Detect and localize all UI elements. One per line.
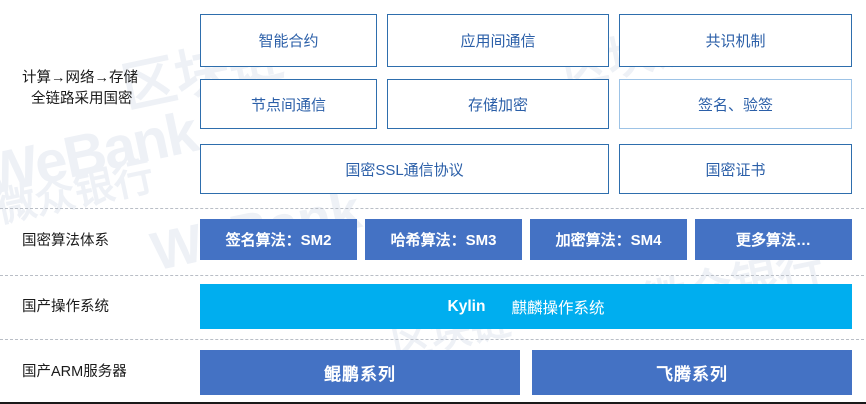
kylin-cn-label: 麒麟操作系统 <box>511 299 605 317</box>
box-sign-verify[interactable]: 签名、验签 <box>619 79 852 129</box>
row-ssl-protocol: 国密SSL通信协议 国密证书 <box>200 144 852 194</box>
row-arm-server: 鲲鹏系列 飞腾系列 <box>200 350 852 395</box>
band-label-line1: 国密算法体系 <box>22 233 109 249</box>
row-node-comm: 节点间通信 存储加密 签名、验签 <box>200 79 852 129</box>
band-label-operating-system: 国产操作系统 <box>22 297 109 318</box>
box-phytium-series[interactable]: 飞腾系列 <box>532 350 852 395</box>
row-algorithms: 签名算法：SM2 哈希算法：SM3 加密算法：SM4 更多算法… <box>200 219 852 260</box>
separator-1 <box>0 208 864 209</box>
band-crypto-stack: 计算→网络→存储 全链路采用国密 智能合约 应用间通信 共识机制 节点间通信 存… <box>22 14 852 194</box>
row-smart-contract: 智能合约 应用间通信 共识机制 <box>200 14 852 67</box>
separator-3 <box>0 339 864 340</box>
band-arm-server: 国产ARM服务器 鲲鹏系列 飞腾系列 <box>0 340 866 402</box>
band-label-crypto-stack: 计算→网络→存储 全链路采用国密 <box>22 68 138 110</box>
box-kylin-os[interactable]: Kylin 麒麟操作系统 <box>200 284 852 329</box>
box-algorithm-more[interactable]: 更多算法… <box>695 219 852 260</box>
row-operating-system: Kylin 麒麟操作系统 <box>200 284 852 329</box>
bottom-rule <box>0 402 866 404</box>
box-algorithm-sm3[interactable]: 哈希算法：SM3 <box>365 219 522 260</box>
separator-2 <box>0 275 864 276</box>
box-gm-ssl-protocol[interactable]: 国密SSL通信协议 <box>200 144 609 194</box>
band-label-arm-server: 国产ARM服务器 <box>22 362 127 383</box>
band-label-line2: 全链路采用国密 <box>31 91 133 107</box>
kylin-brand-label: Kylin <box>447 297 486 315</box>
box-kunpeng-series[interactable]: 鲲鹏系列 <box>200 350 520 395</box>
band-algorithms: 国密算法体系 签名算法：SM2 哈希算法：SM3 加密算法：SM4 更多算法… <box>0 209 866 275</box>
band-label-line1: 国产操作系统 <box>22 299 109 315</box>
box-inter-node-comm[interactable]: 节点间通信 <box>200 79 377 129</box>
box-smart-contract[interactable]: 智能合约 <box>200 14 377 67</box>
band-operating-system: 国产操作系统 Kylin 麒麟操作系统 <box>0 276 866 339</box>
band-label-line1: 国产ARM服务器 <box>22 364 127 380</box>
band-label-algorithms: 国密算法体系 <box>22 231 109 252</box>
box-consensus-mechanism[interactable]: 共识机制 <box>619 14 852 67</box>
band-label-line1: 计算→网络→存储 <box>22 70 138 86</box>
box-algorithm-sm2[interactable]: 签名算法：SM2 <box>200 219 357 260</box>
box-inter-app-comm[interactable]: 应用间通信 <box>387 14 609 67</box>
box-gm-certificate[interactable]: 国密证书 <box>619 144 852 194</box>
box-storage-encryption[interactable]: 存储加密 <box>387 79 609 129</box>
box-algorithm-sm4[interactable]: 加密算法：SM4 <box>530 219 687 260</box>
